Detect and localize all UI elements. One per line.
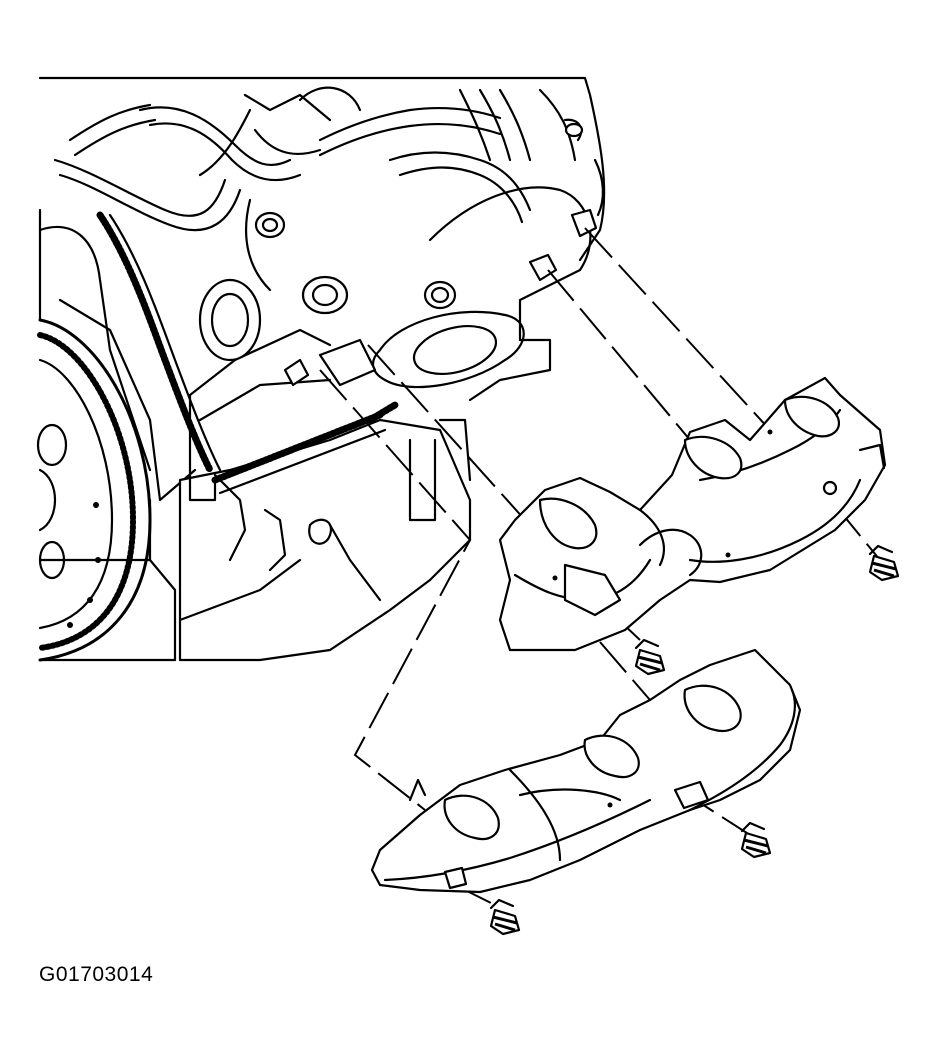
bolt-icon xyxy=(634,638,666,676)
bolt-icon xyxy=(489,898,521,936)
bolt-icon xyxy=(868,544,900,582)
engine-block xyxy=(38,76,606,662)
engine-assembly xyxy=(36,76,606,662)
bolt-icon xyxy=(740,821,772,859)
upper-heat-shield-icon xyxy=(498,376,887,652)
figure-id-label: G01703014 xyxy=(39,963,154,986)
flywheel-icon xyxy=(36,318,152,662)
lower-heat-shield-icon xyxy=(370,648,802,894)
